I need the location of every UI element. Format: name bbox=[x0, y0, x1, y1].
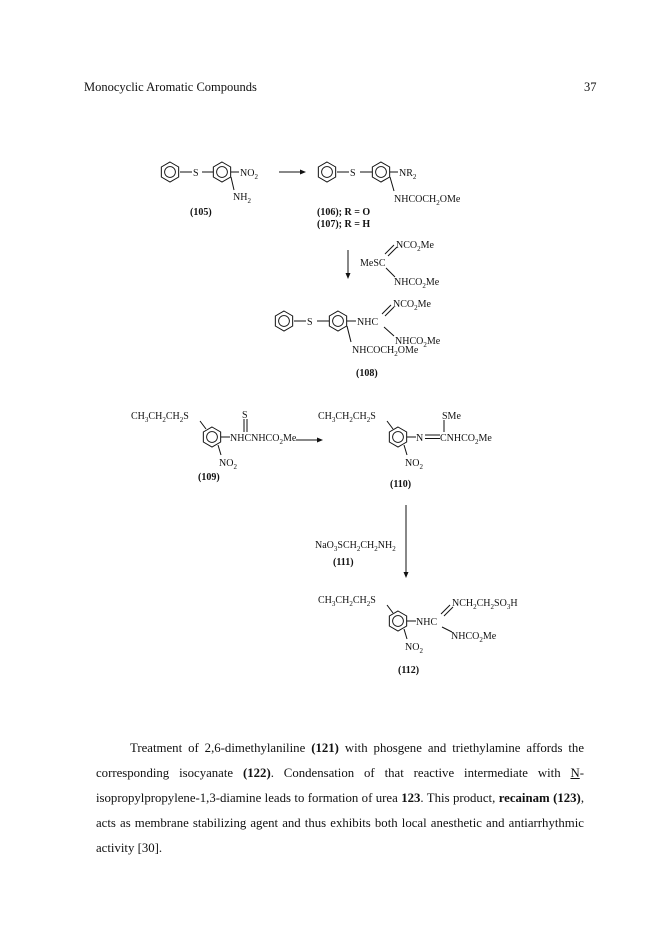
compound-number-107: (107); R = H bbox=[317, 219, 370, 230]
amide-label: NHCOCH2OMe bbox=[394, 194, 461, 207]
compound-number: (111) bbox=[333, 557, 354, 568]
page-number: 37 bbox=[584, 80, 597, 94]
mesc-label: MeSC bbox=[360, 258, 386, 269]
text-run: -isopropylpropylene-1,3-diamine leads to… bbox=[96, 766, 584, 805]
thiourea-label: NHCNHCO2Me bbox=[230, 433, 297, 446]
sulfur-label: S bbox=[307, 317, 313, 328]
sme-label: SMe bbox=[442, 411, 461, 422]
amine-label: NH2 bbox=[233, 192, 251, 205]
nr2-label: NR2 bbox=[399, 168, 417, 181]
nitrogen-locant: N bbox=[570, 766, 580, 780]
text-run: , acts as membrane stabilizing agent and… bbox=[96, 791, 585, 855]
compound-number: (110) bbox=[390, 479, 411, 490]
nhc-label: NHC bbox=[357, 317, 378, 328]
reagent-111: NaO3SCH2CH2NH2 (111) bbox=[315, 540, 396, 568]
compound-105: S NO2 NH2 (105) bbox=[160, 161, 258, 218]
compound-112: CH3CH2CH2S NHC NCH2CH2SO3H NHCO2Me NO2 (… bbox=[318, 595, 518, 676]
taurine-label: NCH2CH2SO3H bbox=[452, 598, 518, 611]
compound-109: CH3CH2CH2S NHCNHCO2Me S NO2 (109) bbox=[131, 410, 297, 483]
amide-label: NHCOCH2OMe bbox=[352, 345, 419, 358]
propylthio-label: CH3CH2CH2S bbox=[318, 595, 376, 608]
nhc-label: NHC bbox=[416, 617, 437, 628]
compound-ref: (123) bbox=[553, 791, 581, 805]
nhco2me-label: NHCO2Me bbox=[395, 336, 441, 349]
thione-sulfur-label: S bbox=[242, 410, 248, 421]
reaction-arrow-down bbox=[403, 505, 409, 578]
sulfur-label: S bbox=[193, 168, 199, 179]
imine-n-label: N bbox=[416, 433, 423, 444]
sulfur-label: S bbox=[350, 168, 356, 179]
compound-number: (105) bbox=[190, 207, 212, 218]
propylthio-label: CH3CH2CH2S bbox=[318, 411, 376, 424]
reaction-schemes: S NO2 NH2 (105) S NR2 NHCOCH2OMe (106); … bbox=[131, 161, 518, 676]
isothiourea-label: CNHCO2Me bbox=[440, 433, 492, 446]
compound-number: (108) bbox=[356, 368, 378, 379]
nitro-label: NO2 bbox=[240, 168, 258, 181]
carbamate-label: NCO2Me bbox=[393, 299, 432, 312]
carbamate-label: NCO2Me bbox=[396, 240, 435, 253]
reaction-arrow bbox=[296, 437, 323, 443]
text-run: . This product, bbox=[420, 791, 499, 805]
running-title: Monocyclic Aromatic Compounds bbox=[84, 80, 257, 94]
compound-number-106: (106); R = O bbox=[317, 207, 370, 218]
compound-number: (109) bbox=[198, 472, 220, 483]
paragraph-text: Treatment of 2,6-dimethylaniline (121) w… bbox=[96, 736, 584, 861]
compound-106-107: S NR2 NHCOCH2OMe (106); R = O (107); R =… bbox=[317, 161, 461, 230]
reaction-arrow-down bbox=[345, 250, 351, 279]
nitro-label: NO2 bbox=[405, 458, 423, 471]
nhco2me-label: NHCO2Me bbox=[451, 631, 497, 644]
reaction-arrow bbox=[279, 169, 306, 175]
body-paragraph: Treatment of 2,6-dimethylaniline (121) w… bbox=[96, 736, 584, 861]
nitro-label: NO2 bbox=[219, 458, 237, 471]
propylthio-label: CH3CH2CH2S bbox=[131, 411, 189, 424]
nhco2me-label: NHCO2Me bbox=[394, 277, 440, 290]
text-run: Treatment of 2,6-dimethylaniline bbox=[130, 741, 312, 755]
compound-number: (112) bbox=[398, 665, 419, 676]
compound-ref: (122) bbox=[242, 766, 271, 780]
reagent-isothiourea: NCO2Me MeSC NHCO2Me bbox=[360, 240, 440, 290]
compound-ref: (121) bbox=[311, 741, 339, 755]
reagent-formula: NaO3SCH2CH2NH2 bbox=[315, 540, 396, 553]
text-run: . Condensation of that reactive intermed… bbox=[270, 766, 571, 780]
nitro-label: NO2 bbox=[405, 642, 423, 655]
text-run: with phosgene and triethylamine affords … bbox=[96, 741, 584, 780]
compound-110: CH3CH2CH2S N CNHCO2Me SMe NO2 (110) bbox=[318, 411, 492, 490]
compound-108: S NHC NCO2Me NHCO2Me NHCOCH2OMe (108) bbox=[274, 299, 441, 379]
compound-ref: 123 bbox=[401, 791, 421, 805]
drug-name: recainam bbox=[498, 791, 550, 805]
